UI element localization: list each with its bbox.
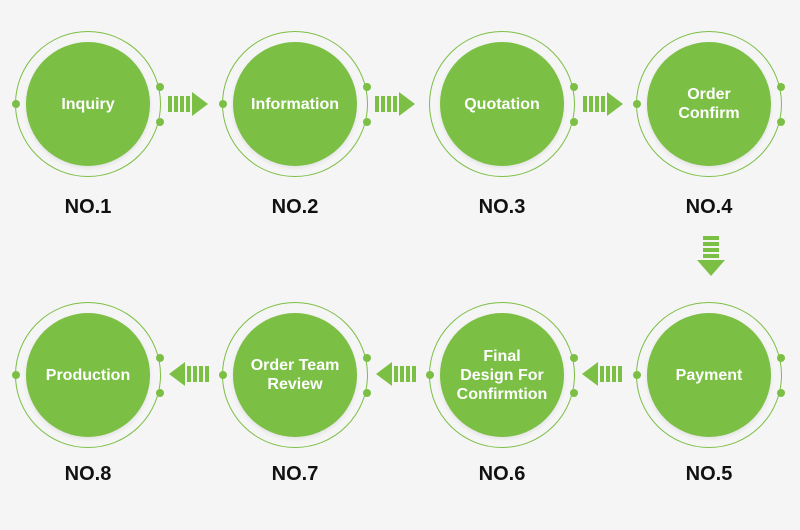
step-3-dot-right-bottom: [570, 118, 578, 126]
step-4-label: Order Confirm: [678, 86, 740, 122]
step-4-dot-left: [633, 100, 641, 108]
step-5-dot-right-top: [777, 354, 785, 362]
step-7-dot-right-top: [363, 354, 371, 362]
step-1-label: Inquiry: [61, 95, 115, 113]
step-7-label: Order Team Review: [250, 357, 340, 393]
step-7-circle: Order Team Review: [233, 313, 357, 437]
arrow-left-icon: [582, 362, 622, 386]
step-2-dot-left: [219, 100, 227, 108]
step-6-label: Final Design For Confirmtion: [456, 347, 548, 403]
step-2-dot-right-bottom: [363, 118, 371, 126]
step-4-number: NO.4: [685, 196, 733, 218]
step-6-dot-right-bottom: [570, 389, 578, 397]
step-5-dot-left: [633, 371, 641, 379]
step-1-dot-left: [12, 100, 20, 108]
step-3-number: NO.3: [478, 196, 526, 218]
step-2-number: NO.2: [271, 196, 319, 218]
step-6-dot-right-top: [570, 354, 578, 362]
step-5-number: NO.5: [685, 463, 733, 485]
step-6-number: NO.6: [478, 463, 526, 485]
step-7-dot-left: [219, 371, 227, 379]
step-2-dot-right-top: [363, 83, 371, 91]
step-8-label: Production: [45, 366, 131, 384]
step-3-dot-right-top: [570, 83, 578, 91]
arrow-left-icon: [376, 362, 416, 386]
step-7-dot-right-bottom: [363, 389, 371, 397]
step-5-circle: Payment: [647, 313, 771, 437]
step-3-label: Quotation: [464, 95, 540, 113]
arrow-left-icon: [169, 362, 209, 386]
step-8-dot-right-top: [156, 354, 164, 362]
step-3-ring: [429, 31, 575, 177]
step-6-dot-left: [426, 371, 434, 379]
step-6-circle: Final Design For Confirmtion: [440, 313, 564, 437]
arrow-right-icon: [375, 92, 415, 116]
step-4-dot-right-top: [777, 83, 785, 91]
step-5-dot-right-bottom: [777, 389, 785, 397]
step-5-label: Payment: [675, 366, 743, 384]
step-1-dot-right-bottom: [156, 118, 164, 126]
step-8-circle: Production: [26, 313, 150, 437]
step-4-circle: Order Confirm: [647, 42, 771, 166]
step-8-number: NO.8: [64, 463, 112, 485]
step-3-circle: Quotation: [440, 42, 564, 166]
step-7-number: NO.7: [271, 463, 319, 485]
step-1-dot-right-top: [156, 83, 164, 91]
step-1-number: NO.1: [64, 196, 112, 218]
step-8-dot-left: [12, 371, 20, 379]
step-2-circle: Information: [233, 42, 357, 166]
arrow-right-icon: [583, 92, 623, 116]
arrow-down-icon: [697, 236, 725, 276]
step-1-circle: Inquiry: [26, 42, 150, 166]
step-2-label: Information: [251, 95, 339, 113]
step-4-dot-right-bottom: [777, 118, 785, 126]
step-8-dot-right-bottom: [156, 389, 164, 397]
arrow-right-icon: [168, 92, 208, 116]
